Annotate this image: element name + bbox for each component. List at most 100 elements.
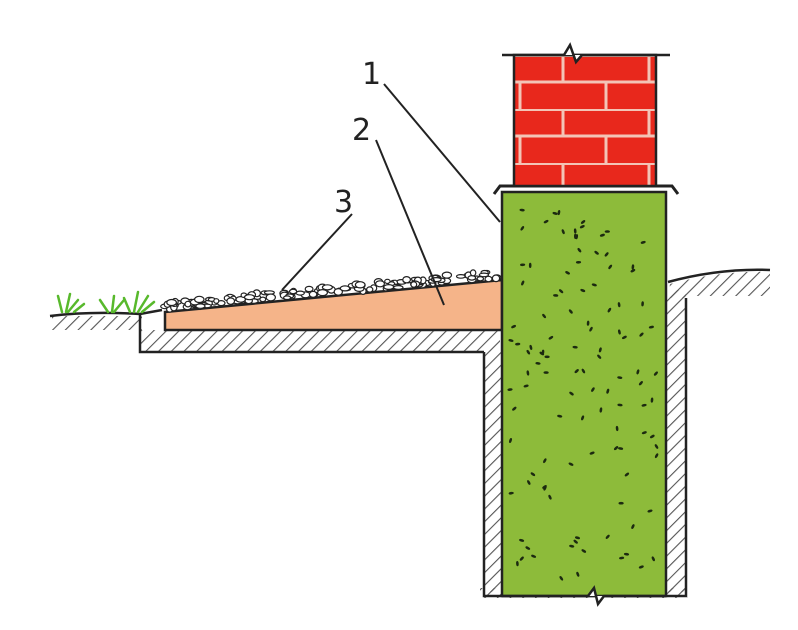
concrete-speckle xyxy=(636,369,640,375)
concrete-speckle xyxy=(542,485,547,489)
gravel-pebble xyxy=(265,293,276,302)
concrete-speckle xyxy=(527,480,531,485)
concrete-speckle xyxy=(569,391,574,396)
concrete-speckle xyxy=(519,556,524,561)
concrete-speckle xyxy=(581,549,587,553)
concrete-speckle xyxy=(641,431,647,435)
concrete-speckle xyxy=(618,447,624,450)
concrete-speckle xyxy=(619,556,625,560)
concrete-speckle xyxy=(519,208,525,212)
concrete-speckle xyxy=(543,458,547,464)
concrete-speckle xyxy=(526,370,530,376)
gravel-pebble xyxy=(410,281,418,288)
concrete-speckle xyxy=(581,415,585,421)
concrete-speckle xyxy=(594,250,599,255)
gravel-pebble xyxy=(467,275,477,281)
gravel-pebble xyxy=(476,276,485,282)
concrete-speckle xyxy=(511,324,517,329)
concrete-speckle xyxy=(525,546,531,550)
concrete-speckle xyxy=(512,406,517,411)
soil-left xyxy=(49,308,500,354)
concrete-speckle xyxy=(520,263,526,267)
concrete-speckle xyxy=(589,326,593,332)
concrete-speckle xyxy=(638,565,644,569)
concrete-speckle xyxy=(606,388,610,394)
concrete-speckle xyxy=(608,264,613,270)
concrete-speckle xyxy=(631,264,635,270)
gravel-pebble xyxy=(213,298,220,304)
concrete-speckle xyxy=(599,233,605,237)
concrete-speckle xyxy=(591,283,597,287)
concrete-speckle xyxy=(568,462,574,466)
concrete-speckle xyxy=(589,451,595,455)
concrete-speckle xyxy=(591,387,595,392)
concrete-speckle xyxy=(641,301,644,307)
concrete-speckle xyxy=(565,271,570,275)
concrete-speckle xyxy=(573,228,577,234)
concrete-speckle xyxy=(548,494,552,500)
gravel-pebble xyxy=(441,271,453,279)
concrete-speckle xyxy=(520,226,525,231)
concrete-speckle xyxy=(543,219,549,224)
concrete-speckle xyxy=(654,444,659,449)
gravel-pebble xyxy=(226,297,236,305)
break-line-icon xyxy=(502,585,666,607)
gravel-pebble xyxy=(402,276,412,284)
concrete-foundation xyxy=(500,190,668,607)
concrete-speckle xyxy=(552,211,558,215)
concrete-speckle xyxy=(576,571,580,577)
callout-label-3: 3 xyxy=(334,185,353,220)
concrete-speckle xyxy=(649,434,655,439)
concrete-speckle xyxy=(508,491,514,495)
concrete-speckle xyxy=(558,289,564,294)
gravel-pebble xyxy=(339,285,351,292)
concrete-speckle xyxy=(509,437,512,444)
concrete-speckle xyxy=(526,349,531,355)
concrete-speckle xyxy=(523,384,529,388)
concrete-speckle xyxy=(529,344,533,350)
concrete-speckle xyxy=(623,552,630,556)
concrete-speckle xyxy=(618,329,621,335)
gravel-pebble xyxy=(317,289,329,297)
concrete-speckle xyxy=(516,561,519,567)
concrete-speckle xyxy=(519,538,525,542)
gravel-pebble xyxy=(469,269,477,277)
concrete-speckle xyxy=(573,233,577,239)
gravel-pebble xyxy=(283,295,292,301)
concrete-speckle xyxy=(599,407,603,413)
concrete-speckle xyxy=(597,354,602,359)
concrete-speckle xyxy=(653,371,658,376)
gravel-pebble xyxy=(308,290,318,298)
concrete-speckle xyxy=(548,336,554,340)
concrete-speckle xyxy=(615,425,619,432)
concrete-speckle xyxy=(574,369,579,374)
concrete-speckle xyxy=(573,539,578,544)
concrete-speckle xyxy=(647,509,653,513)
concrete-speckle xyxy=(575,260,582,264)
gravel-pebble xyxy=(304,285,314,293)
concrete-speckle xyxy=(586,320,590,326)
concrete-speckle xyxy=(640,240,646,244)
callout-label-2: 2 xyxy=(352,113,371,148)
gravel-pebble xyxy=(383,284,395,291)
concrete-speckle xyxy=(580,220,586,224)
gravel-pebble xyxy=(321,284,333,291)
concrete-speckle xyxy=(557,414,563,418)
gravel-pebble xyxy=(366,286,374,293)
concrete-speckle xyxy=(521,280,525,286)
concrete-speckle xyxy=(543,371,549,374)
concrete-speckle xyxy=(604,230,610,233)
gravel-pebble xyxy=(243,294,256,301)
gravel-pebble xyxy=(184,300,192,308)
callout-3: 3 xyxy=(281,185,353,291)
concrete-speckle xyxy=(561,229,565,235)
concrete-speckle xyxy=(530,472,536,477)
break-line-icon xyxy=(562,42,583,65)
gravel-pebble xyxy=(478,272,490,278)
grass-tuft-icon xyxy=(56,290,156,314)
concrete-speckle xyxy=(648,325,654,329)
concrete-speckle xyxy=(544,355,550,359)
concrete-speckle xyxy=(639,332,644,337)
callout-2: 2 xyxy=(352,113,445,306)
